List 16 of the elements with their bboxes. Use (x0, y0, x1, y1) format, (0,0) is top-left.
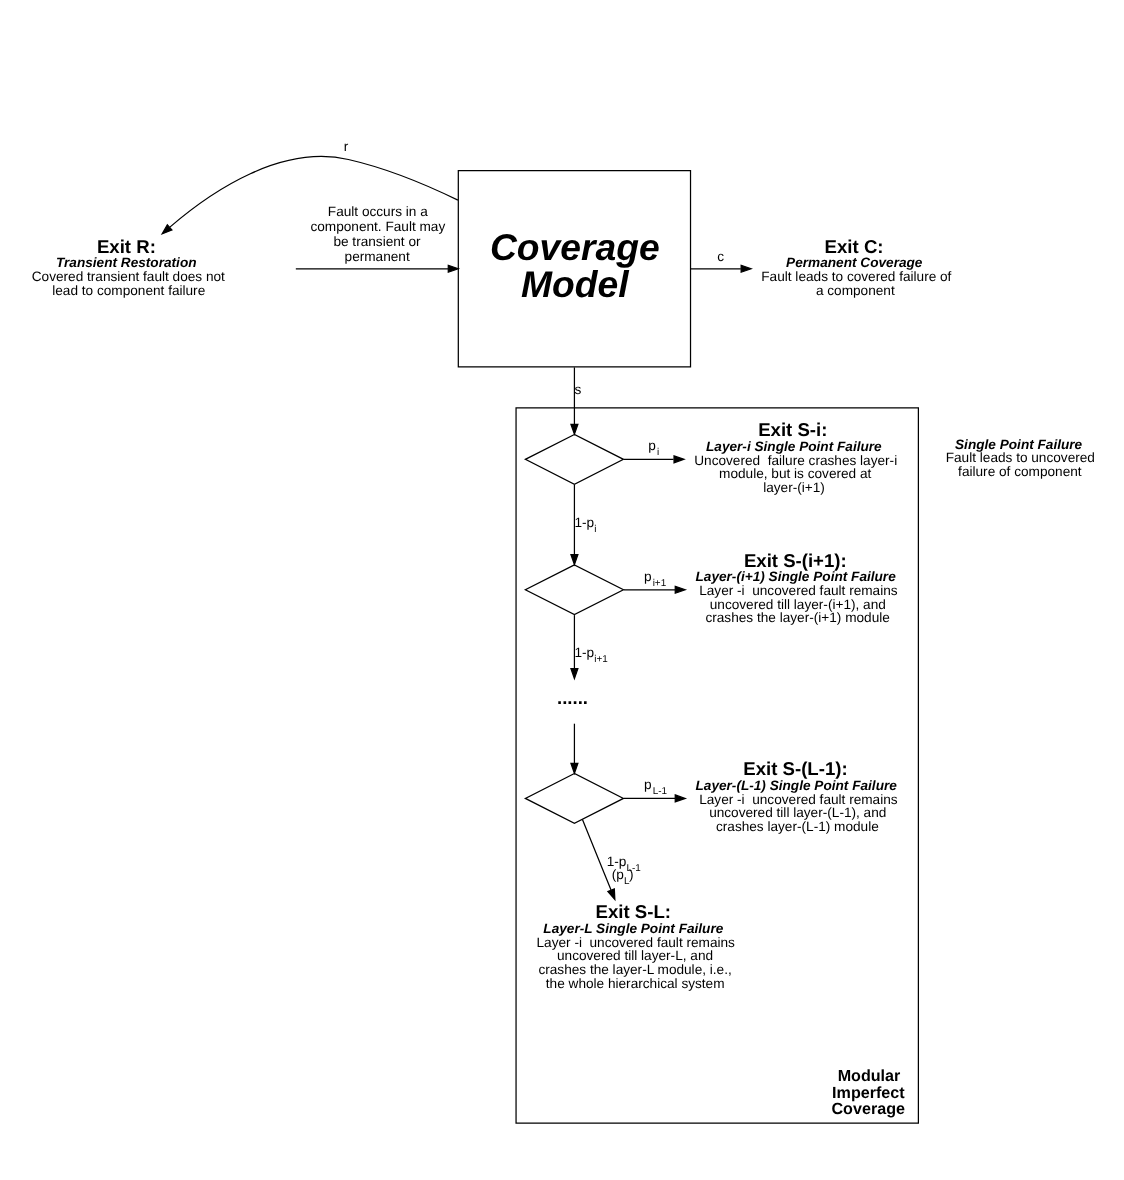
arrow (295, 263, 461, 273)
arrow (570, 722, 579, 775)
node-text: ...... (557, 687, 589, 707)
arrow (570, 483, 579, 566)
arrow (623, 584, 688, 594)
arrow (623, 793, 688, 802)
node-diamond (524, 771, 625, 823)
node-diamond (524, 563, 625, 615)
arrow (570, 613, 579, 680)
node-box: Coverage Model (457, 169, 692, 367)
node-diamond (524, 432, 625, 484)
arrow (570, 365, 579, 436)
arrow (160, 155, 459, 235)
arrow (581, 817, 616, 901)
arrow (623, 454, 686, 463)
arrow (689, 263, 753, 273)
